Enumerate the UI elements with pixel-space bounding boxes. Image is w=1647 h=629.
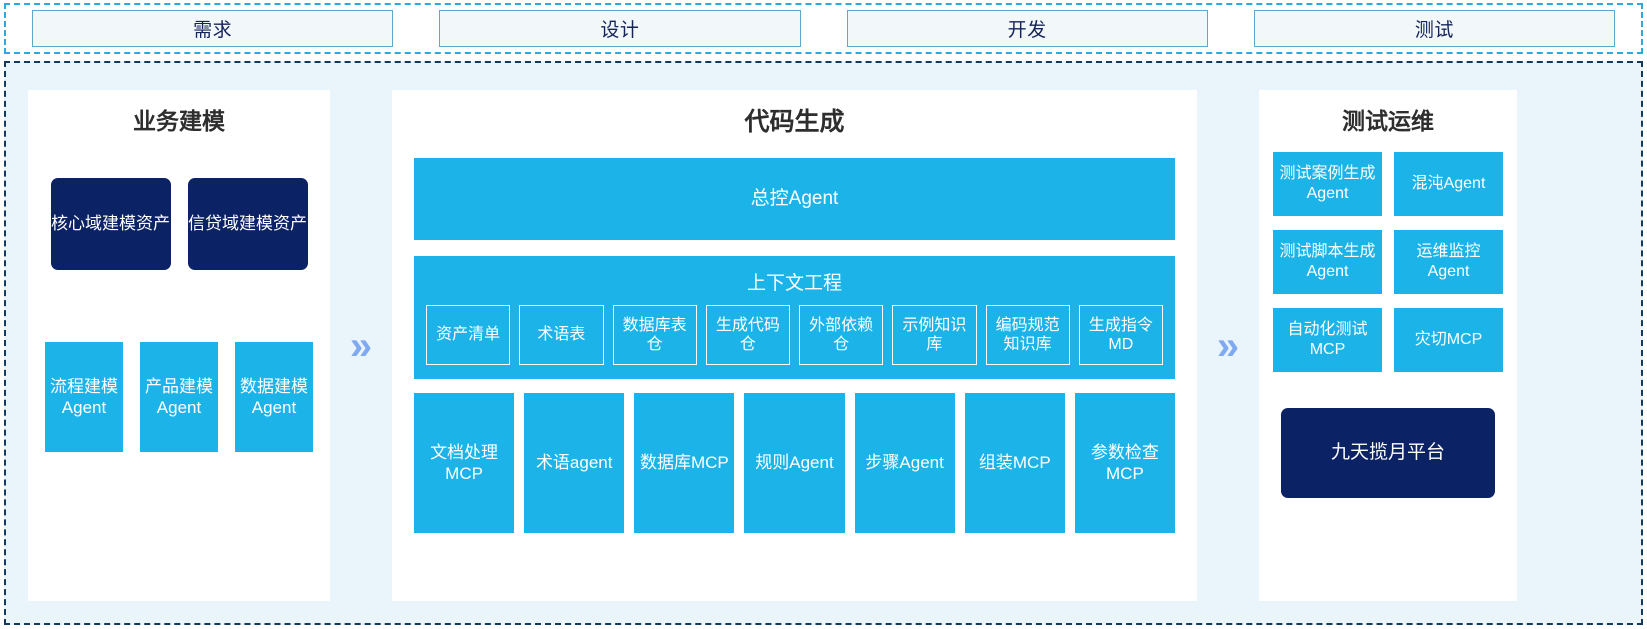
platform-label: 九天揽月平台 — [1330, 442, 1445, 464]
panel-code-generation: 代码生成 总控Agent 上下文工程 资产清单 术语表 数据库表仓 — [392, 90, 1197, 601]
agent-label: 产品建模Agent — [145, 376, 213, 417]
panel-title-test-operations: 测试运维 — [1342, 108, 1434, 134]
tool-box-assembly-mcp[interactable]: 组装MCP — [964, 393, 1065, 533]
phase-label: 需求 — [193, 20, 233, 41]
tool-box-database-mcp[interactable]: 数据库MCP — [634, 393, 735, 533]
test-item-label: 运维监控Agent — [1416, 243, 1481, 280]
tool-label: 组装MCP — [978, 453, 1051, 473]
test-box-operations-monitoring-agent[interactable]: 运维监控Agent — [1394, 230, 1503, 294]
test-item-label: 混沌Agent — [1411, 175, 1486, 192]
context-item-label: 数据库表仓 — [622, 316, 687, 353]
context-engineering-items: 资产清单 术语表 数据库表仓 生成代码仓 外部依赖仓 示例知 — [426, 305, 1163, 365]
chevron-glyph: » — [1216, 323, 1240, 368]
asset-box-credit-domain[interactable]: 信贷域建模资产 — [187, 178, 308, 270]
phase-label: 开发 — [1007, 20, 1047, 41]
asset-box-core-domain[interactable]: 核心域建模资产 — [50, 178, 171, 270]
chevron-glyph: » — [349, 323, 373, 368]
agent-box-product-modeling[interactable]: 产品建模Agent — [140, 342, 218, 452]
tool-box-parameter-check-mcp[interactable]: 参数检查MCP — [1074, 393, 1175, 533]
architecture-diagram-frame: 业务建模 核心域建模资产 信贷域建模资产 流程建模Agent 产品建模Agent… — [4, 61, 1643, 625]
test-box-disaster-switch-mcp[interactable]: 灾切MCP — [1394, 308, 1503, 372]
business-modeling-assets-group: 核心域建模资产 信贷域建模资产 — [28, 178, 330, 270]
context-engineering-title: 上下文工程 — [746, 273, 842, 294]
tool-box-step-agent[interactable]: 步骤Agent — [854, 393, 955, 533]
test-box-test-script-generation-agent[interactable]: 测试脚本生成Agent — [1273, 230, 1382, 294]
context-item-label: 外部依赖仓 — [809, 316, 874, 353]
context-item-label: 生成指令MD — [1088, 316, 1153, 353]
context-item-database-table-repo[interactable]: 数据库表仓 — [612, 305, 697, 365]
agent-label: 数据建模Agent — [240, 376, 308, 417]
test-box-chaos-agent[interactable]: 混沌Agent — [1394, 152, 1503, 216]
chevron-right-icon-right: » — [1197, 90, 1259, 601]
test-operations-items-grid: 测试案例生成Agent 混沌Agent 测试脚本生成Agent 运维监控Agen… — [1259, 152, 1517, 372]
phase-box-design[interactable]: 设计 — [439, 10, 801, 47]
tool-label: 术语agent — [535, 453, 613, 473]
asset-label: 核心域建模资产 — [51, 214, 170, 234]
phase-box-testing[interactable]: 测试 — [1253, 10, 1615, 47]
phase-box-development[interactable]: 开发 — [846, 10, 1208, 47]
tool-box-glossary-agent[interactable]: 术语agent — [524, 393, 625, 533]
tool-label: 数据库MCP — [639, 453, 729, 473]
context-item-label: 资产清单 — [436, 326, 501, 344]
asset-label: 信贷域建模资产 — [188, 214, 307, 234]
agent-label: 流程建模Agent — [50, 376, 118, 417]
tool-box-rule-agent[interactable]: 规则Agent — [744, 393, 845, 533]
test-item-label: 测试脚本生成Agent — [1279, 243, 1376, 280]
context-item-generated-code-repo[interactable]: 生成代码仓 — [705, 305, 790, 365]
context-item-coding-standard-knowledge-base[interactable]: 编码规范知识库 — [985, 305, 1070, 365]
business-modeling-agents-group: 流程建模Agent 产品建模Agent 数据建模Agent — [28, 342, 330, 452]
context-item-label: 术语表 — [537, 326, 586, 344]
test-item-label: 测试案例生成Agent — [1279, 165, 1376, 202]
panel-title-code-generation: 代码生成 — [744, 108, 845, 136]
panel-test-operations: 测试运维 测试案例生成Agent 混沌Agent 测试脚本生成Agent 运维监… — [1259, 90, 1517, 601]
tool-box-document-processing-mcp[interactable]: 文档处理MCP — [414, 393, 515, 533]
phase-box-requirements[interactable]: 需求 — [32, 10, 394, 47]
agent-box-process-modeling[interactable]: 流程建模Agent — [45, 342, 123, 452]
context-item-example-knowledge-base[interactable]: 示例知识库 — [892, 305, 977, 365]
master-control-agent-bar[interactable]: 总控Agent — [414, 158, 1175, 240]
code-generation-tools-row: 文档处理MCP 术语agent 数据库MCP 规则Agent 步骤Agent 组… — [414, 393, 1175, 533]
test-box-test-case-generation-agent[interactable]: 测试案例生成Agent — [1273, 152, 1382, 216]
tool-label: 规则Agent — [755, 453, 834, 473]
chevron-right-icon-left: » — [330, 90, 392, 601]
code-generation-content: 总控Agent 上下文工程 资产清单 术语表 数据库表仓 生成代码仓 — [392, 158, 1197, 533]
context-item-label: 编码规范知识库 — [995, 316, 1060, 353]
context-item-label: 生成代码仓 — [715, 316, 780, 353]
tool-label: 参数检查MCP — [1090, 442, 1159, 483]
tool-label: 文档处理MCP — [430, 442, 499, 483]
platform-box-wrapper: 九天揽月平台 — [1259, 408, 1517, 498]
agent-box-data-modeling[interactable]: 数据建模Agent — [235, 342, 313, 452]
context-item-generation-instruction-md[interactable]: 生成指令MD — [1078, 305, 1163, 365]
context-item-asset-inventory[interactable]: 资产清单 — [426, 305, 511, 365]
tool-label: 步骤Agent — [865, 453, 944, 473]
test-item-label: 自动化测试MCP — [1287, 321, 1368, 358]
phase-label: 设计 — [600, 20, 640, 41]
panel-business-modeling: 业务建模 核心域建模资产 信贷域建模资产 流程建模Agent 产品建模Agent… — [28, 90, 330, 601]
panel-title-business-modeling: 业务建模 — [133, 108, 225, 134]
phase-label: 测试 — [1414, 20, 1454, 41]
test-item-label: 灾切MCP — [1414, 331, 1483, 348]
test-box-automated-testing-mcp[interactable]: 自动化测试MCP — [1273, 308, 1382, 372]
context-engineering-block: 上下文工程 资产清单 术语表 数据库表仓 生成代码仓 外部依赖仓 — [414, 256, 1175, 379]
context-item-glossary[interactable]: 术语表 — [519, 305, 604, 365]
context-item-label: 示例知识库 — [902, 316, 967, 353]
phase-strip: 需求 设计 开发 测试 — [4, 3, 1643, 54]
platform-box-jiutian-lanyue[interactable]: 九天揽月平台 — [1281, 408, 1495, 498]
context-item-external-dependency-repo[interactable]: 外部依赖仓 — [799, 305, 884, 365]
master-control-agent-label: 总控Agent — [750, 188, 839, 210]
